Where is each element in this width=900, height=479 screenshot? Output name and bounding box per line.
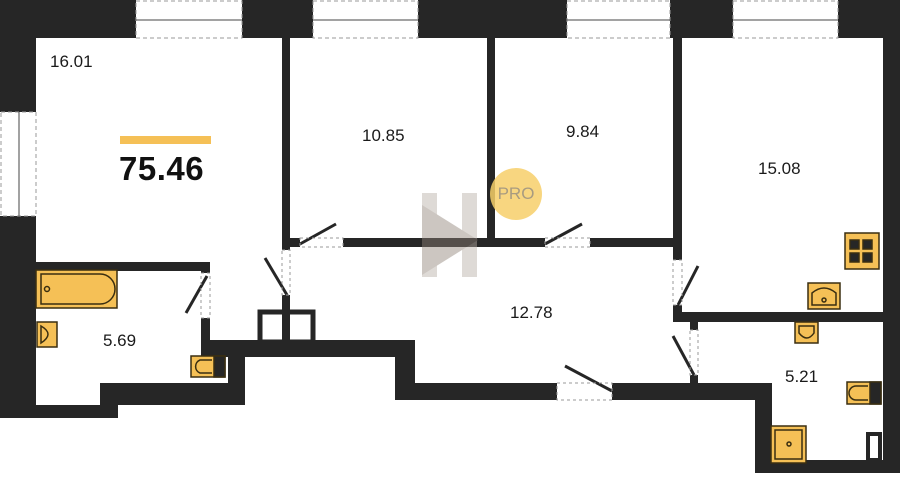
bathtub-icon bbox=[35, 269, 118, 309]
ventilation-shaft bbox=[257, 309, 316, 345]
shower-icon bbox=[770, 425, 807, 464]
wc-sink-icon bbox=[794, 321, 819, 344]
room-area-bathroom: 5.69 bbox=[103, 331, 137, 350]
door-swings bbox=[200, 237, 699, 401]
wc-toilet-icon bbox=[846, 381, 882, 405]
watermark-logo bbox=[422, 193, 478, 277]
sink-icon bbox=[36, 321, 58, 348]
room-area-living: 16.01 bbox=[50, 52, 93, 71]
room-area-hall: 12.78 bbox=[510, 303, 553, 322]
total-area-accent-bar bbox=[120, 136, 211, 144]
room-area-bedroom-1: 10.85 bbox=[362, 126, 405, 145]
stove-icon bbox=[844, 232, 880, 270]
pro-badge-text: PRO bbox=[497, 184, 535, 203]
riser-box bbox=[866, 432, 882, 462]
watermark-pro-badge: PRO bbox=[490, 168, 542, 220]
fixtures bbox=[35, 232, 882, 464]
window-panes bbox=[18, 19, 838, 216]
room-area-wc: 5.21 bbox=[785, 367, 819, 386]
toilet-icon bbox=[190, 355, 226, 378]
total-area: 75.46 bbox=[119, 150, 205, 187]
room-area-bedroom-2: 9.84 bbox=[566, 122, 600, 141]
room-area-kitchen: 15.08 bbox=[758, 159, 801, 178]
kitchen-sink-icon bbox=[807, 282, 841, 310]
doors bbox=[184, 222, 700, 393]
